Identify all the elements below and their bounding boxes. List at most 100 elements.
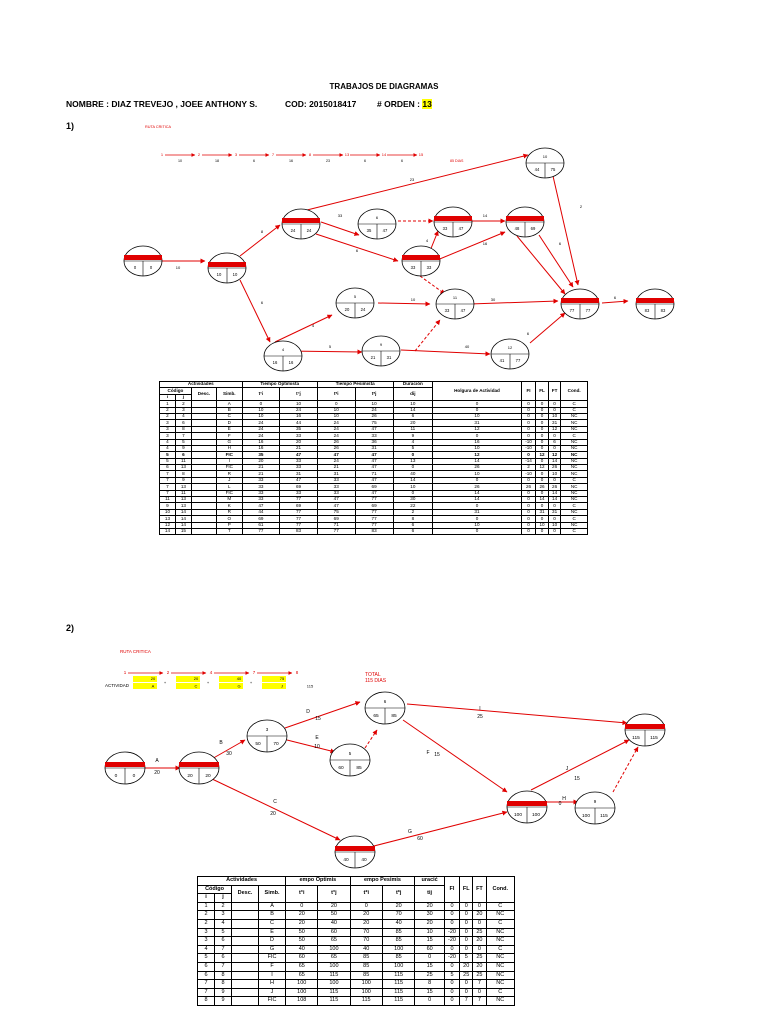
svg-text:2: 2 [198,152,201,157]
svg-text:100: 100 [532,812,540,818]
svg-text:60: 60 [338,765,344,771]
svg-text:I: I [479,706,480,712]
ruta-critica-title-1: RUTA CRITICA [145,125,172,129]
svg-text:E: E [315,735,319,741]
svg-text:60: 60 [417,836,423,842]
svg-text:9: 9 [380,342,383,347]
svg-text:77: 77 [516,358,521,363]
section-2-label: 2) [66,623,75,633]
svg-text:0: 0 [559,801,562,807]
node2-n8: 115 115 [624,713,666,747]
order-label: # ORDEN : 13 [377,99,432,109]
svg-text:A: A [152,684,155,689]
svg-text:11: 11 [453,295,458,300]
svg-text:20: 20 [187,773,193,779]
svg-text:40: 40 [343,857,349,863]
actividad-label: ACTIVIDAD [105,683,130,688]
svg-text:77: 77 [570,308,575,313]
svg-text:47: 47 [383,228,388,233]
svg-text:5: 5 [354,294,357,299]
svg-text:24: 24 [307,228,312,233]
svg-text:F: F [426,750,429,756]
svg-text:1: 1 [161,152,164,157]
svg-text:J: J [281,684,283,689]
svg-text:15: 15 [434,752,440,758]
svg-text:24: 24 [361,307,366,312]
svg-text:65: 65 [373,713,379,719]
svg-text:7: 7 [272,152,275,157]
svg-text:13: 13 [345,152,350,157]
svg-text:10: 10 [314,744,320,750]
svg-text:0: 0 [150,265,153,270]
svg-text:48: 48 [515,226,520,231]
svg-text:24: 24 [291,228,296,233]
svg-text:20: 20 [151,676,156,681]
svg-text:2: 2 [167,670,170,675]
student-code: COD: 2015018417 [285,99,357,109]
svg-text:20: 20 [270,811,276,817]
svg-text:A: A [155,758,159,764]
node-n3: 24 24 [281,208,321,240]
svg-text:B: B [219,740,223,746]
svg-text:75: 75 [280,676,285,681]
svg-text:44: 44 [535,167,540,172]
svg-text:10: 10 [411,297,416,302]
svg-text:J: J [566,766,569,772]
svg-text:8: 8 [261,229,264,234]
svg-text:8: 8 [296,670,299,675]
svg-text:D: D [306,709,310,715]
svg-text:20: 20 [345,307,350,312]
svg-text:9: 9 [594,799,597,804]
svg-text:0: 0 [134,265,137,270]
svg-text:100: 100 [582,813,590,819]
svg-text:115: 115 [650,735,658,741]
svg-text:10: 10 [178,159,182,163]
svg-text:85: 85 [391,713,397,719]
svg-text:83: 83 [661,308,666,313]
svg-text:7: 7 [253,670,256,675]
svg-text:70: 70 [273,741,279,747]
svg-text:6: 6 [527,331,530,336]
svg-text:115: 115 [632,735,640,741]
total-label: TOTAL [365,672,381,678]
svg-text:50: 50 [255,741,261,747]
svg-text:40: 40 [237,676,242,681]
svg-text:10: 10 [543,154,548,159]
svg-text:4: 4 [210,670,213,675]
svg-text:4: 4 [426,238,429,243]
node-n14: 77 77 [560,288,600,320]
svg-text:33: 33 [445,308,450,313]
svg-text:14: 14 [483,213,488,218]
svg-text:12: 12 [508,345,513,350]
svg-text:6: 6 [253,159,255,163]
svg-text:6: 6 [401,159,403,163]
svg-text:77: 77 [586,308,591,313]
order-number: 13 [422,99,432,109]
svg-text:41: 41 [500,358,505,363]
